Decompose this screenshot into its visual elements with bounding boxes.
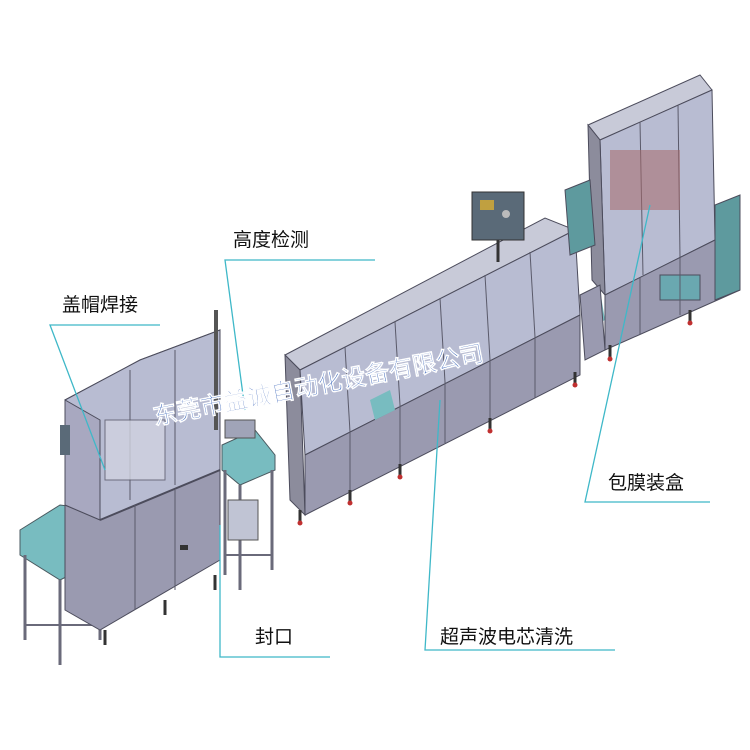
- leader-line-film-boxing: [584, 204, 710, 503]
- sealing-station: [214, 310, 276, 590]
- leader-lines: [49, 204, 710, 658]
- leader-line-ultrasonic: [424, 399, 615, 651]
- cap-welding-machine: [19, 329, 221, 665]
- label-ultrasonic-cleaning: 超声波电芯清洗: [440, 626, 573, 648]
- leader-line-cap-welding: [49, 324, 160, 471]
- leader-line-height-check: [224, 259, 375, 411]
- label-height-check: 高度检测: [233, 229, 309, 251]
- label-cap-welding: 盖帽焊接: [62, 294, 138, 316]
- ultrasonic-cleaning-machine: [284, 191, 605, 526]
- film-boxing-machine: [564, 74, 741, 362]
- leader-line-sealing: [219, 525, 330, 658]
- label-sealing: 封口: [255, 626, 293, 648]
- label-film-boxing: 包膜装盒: [608, 472, 684, 494]
